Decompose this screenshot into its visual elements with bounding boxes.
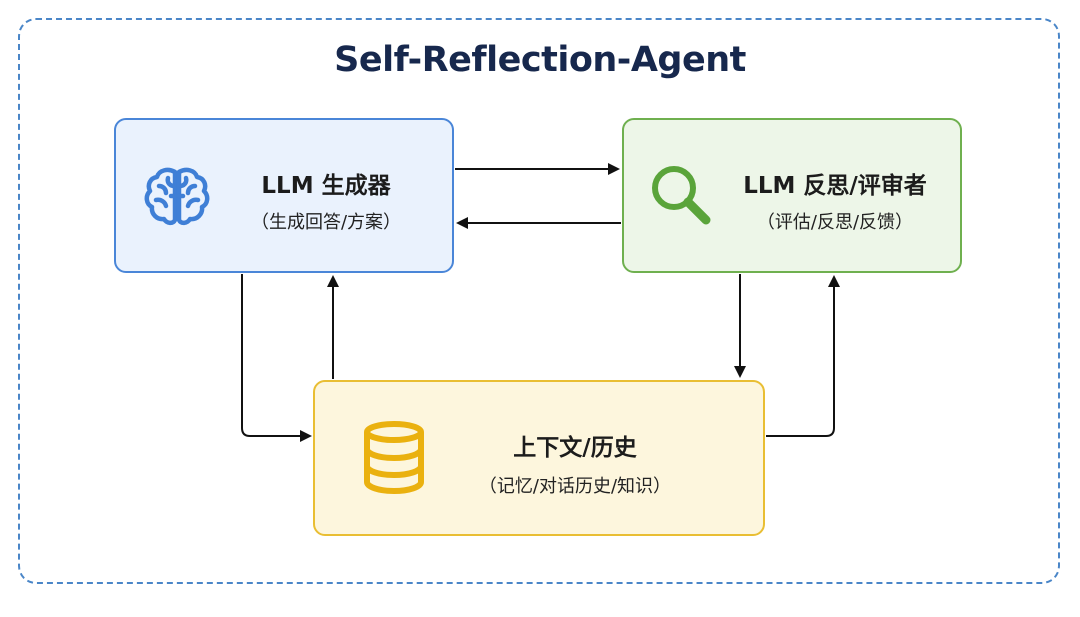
generator-node: LLM 生成器 （生成回答/方案）: [114, 118, 454, 273]
generator-subtitle: （生成回答/方案）: [250, 212, 402, 233]
context-title: 上下文/历史: [513, 435, 637, 461]
generator-title: LLM 生成器: [261, 173, 391, 199]
magnifier-icon: [652, 166, 711, 225]
brain-icon: [144, 167, 210, 226]
reflector-node: LLM 反思/评审者 （评估/反思/反馈）: [622, 118, 962, 273]
context-node: 上下文/历史 （记忆/对话历史/知识）: [313, 380, 765, 536]
database-icon: [364, 421, 424, 494]
diagram-title: Self-Reflection-Agent: [334, 40, 746, 80]
reflector-subtitle: （评估/反思/反馈）: [756, 212, 914, 233]
diagram-frame: [18, 18, 1060, 584]
context-subtitle: （记忆/对话历史/知识）: [478, 476, 672, 497]
reflector-title: LLM 反思/评审者: [743, 173, 927, 199]
